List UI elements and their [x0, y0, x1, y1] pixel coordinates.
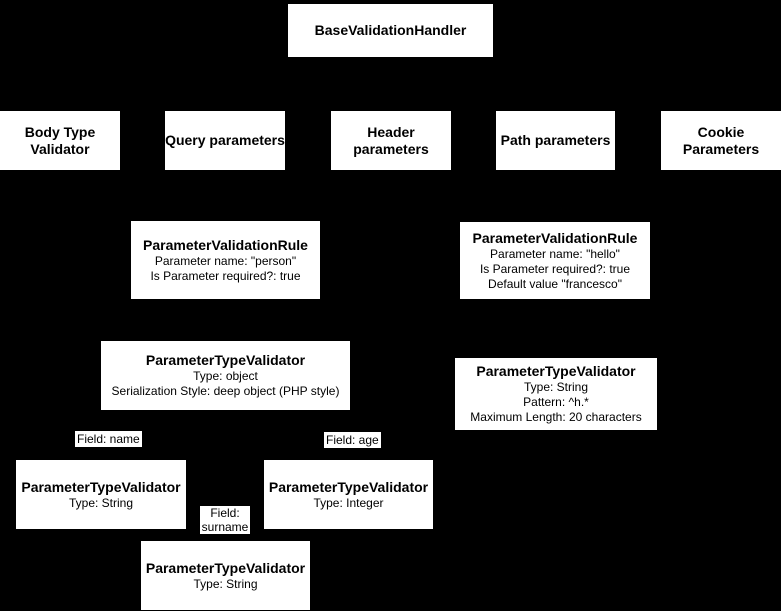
node-detail-line: Parameter name: "hello" — [490, 246, 620, 261]
node-parameter-type-validator-object: ParameterTypeValidator Type: object Seri… — [101, 341, 350, 410]
node-parameter-type-validator-name: ParameterTypeValidator Type: String — [16, 460, 186, 529]
node-header-parameters: Header parameters — [331, 111, 451, 170]
node-detail-line: Type: String — [68, 495, 134, 510]
node-title: Cookie Parameters — [682, 123, 760, 157]
node-cookie-parameters: Cookie Parameters — [661, 111, 781, 170]
node-path-parameters: Path parameters — [496, 111, 615, 170]
node-detail-line: Parameter name: "person" — [154, 253, 297, 268]
node-title: ParameterTypeValidator — [145, 559, 306, 576]
node-detail-line: Type: object — [193, 369, 258, 383]
node-title: ParameterTypeValidator — [268, 478, 429, 495]
node-title: ParameterValidationRule — [143, 236, 308, 253]
node-title: ParameterTypeValidator — [476, 363, 636, 379]
edge-label-field-surname: Field: surname — [200, 506, 250, 534]
edge-label-field-age: Field: age — [324, 432, 381, 448]
node-detail-line: Type: String — [193, 576, 258, 591]
node-detail-line: Pattern: ^h.* — [523, 395, 589, 409]
node-detail-line: Default value "francesco" — [488, 276, 622, 291]
node-body-type-validator: Body Type Validator — [0, 111, 120, 170]
node-title: ParameterValidationRule — [472, 229, 638, 246]
node-parameter-validation-rule-person: ParameterValidationRule Parameter name: … — [131, 221, 320, 299]
node-parameter-validation-rule-hello: ParameterValidationRule Parameter name: … — [460, 222, 650, 299]
node-parameter-type-validator-surname: ParameterTypeValidator Type: String — [141, 541, 310, 610]
node-detail-line: Type: String — [523, 380, 589, 394]
node-parameter-type-validator-age: ParameterTypeValidator Type: Integer — [264, 460, 433, 529]
node-title: Path parameters — [500, 132, 611, 148]
node-title: Query parameters — [165, 132, 285, 148]
node-detail-line: Is Parameter required?: true — [479, 261, 631, 276]
node-detail-line: Serialization Style: deep object (PHP st… — [111, 384, 340, 398]
node-title: Header parameters — [353, 123, 429, 157]
node-base-validation-handler: BaseValidationHandler — [288, 4, 493, 57]
node-query-parameters: Query parameters — [165, 111, 285, 170]
node-detail-line: Maximum Length: 20 characters — [470, 410, 642, 424]
node-title: ParameterTypeValidator — [21, 478, 181, 495]
node-parameter-type-validator-string-hello: ParameterTypeValidator Type: String Patt… — [455, 358, 657, 430]
node-title: BaseValidationHandler — [314, 22, 467, 38]
node-detail-line: Type: Integer — [313, 495, 384, 510]
node-title: ParameterTypeValidator — [145, 352, 306, 368]
edge-label-field-name: Field: name — [75, 431, 142, 447]
node-title: Body Type Validator — [24, 123, 96, 157]
node-detail-line: Is Parameter required?: true — [150, 268, 301, 283]
